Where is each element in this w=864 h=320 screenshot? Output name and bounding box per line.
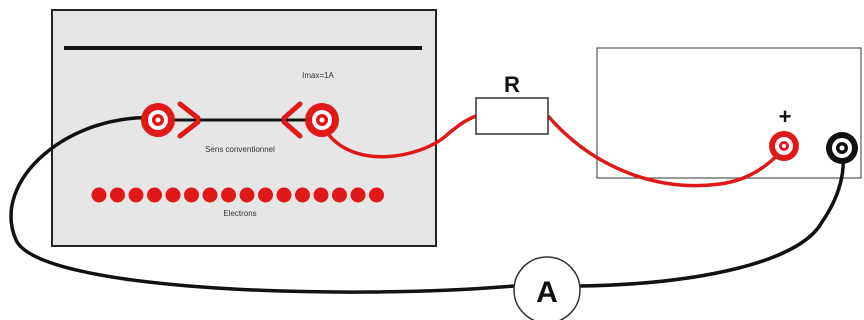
electron-dot — [128, 187, 144, 203]
electron-dot — [147, 187, 162, 203]
electron-dot — [332, 187, 347, 203]
negative-terminal — [826, 132, 858, 164]
red-wire-terminal-to-resistor — [320, 114, 477, 159]
electron-dot — [202, 187, 218, 203]
electrons-row — [91, 187, 384, 203]
electron-dot — [369, 187, 384, 203]
resistor-label: R — [504, 72, 520, 97]
electron-dot — [295, 187, 310, 203]
resistor — [475, 97, 549, 135]
electron-dot — [165, 187, 181, 203]
power-supply-box — [596, 47, 862, 179]
electron-dot — [276, 187, 292, 203]
electron-dot — [239, 187, 255, 203]
electron-dot — [313, 187, 329, 203]
ammeter — [513, 256, 581, 320]
electrons-label: Electrons — [223, 209, 256, 218]
electron-dot — [258, 187, 273, 203]
right-clip-icon — [281, 101, 303, 139]
electron-dot — [110, 187, 125, 203]
positive-sign: + — [779, 104, 792, 129]
electron-dot — [350, 187, 366, 203]
red-wire-resistor-to-positive — [546, 114, 786, 188]
positive-terminal — [769, 131, 799, 161]
right-terminal — [305, 103, 339, 137]
left-clip-icon — [177, 101, 201, 139]
current-max-label: Imax=1A — [302, 71, 334, 80]
left-terminal — [141, 103, 175, 137]
electron-dot — [91, 187, 107, 203]
electron-dot — [184, 187, 199, 203]
direction-label: Sens conventionnel — [205, 145, 275, 154]
ammeter-label: A — [536, 276, 558, 309]
black-wire-right — [579, 149, 845, 288]
black-wire-left — [9, 115, 515, 294]
electron-dot — [221, 187, 236, 203]
